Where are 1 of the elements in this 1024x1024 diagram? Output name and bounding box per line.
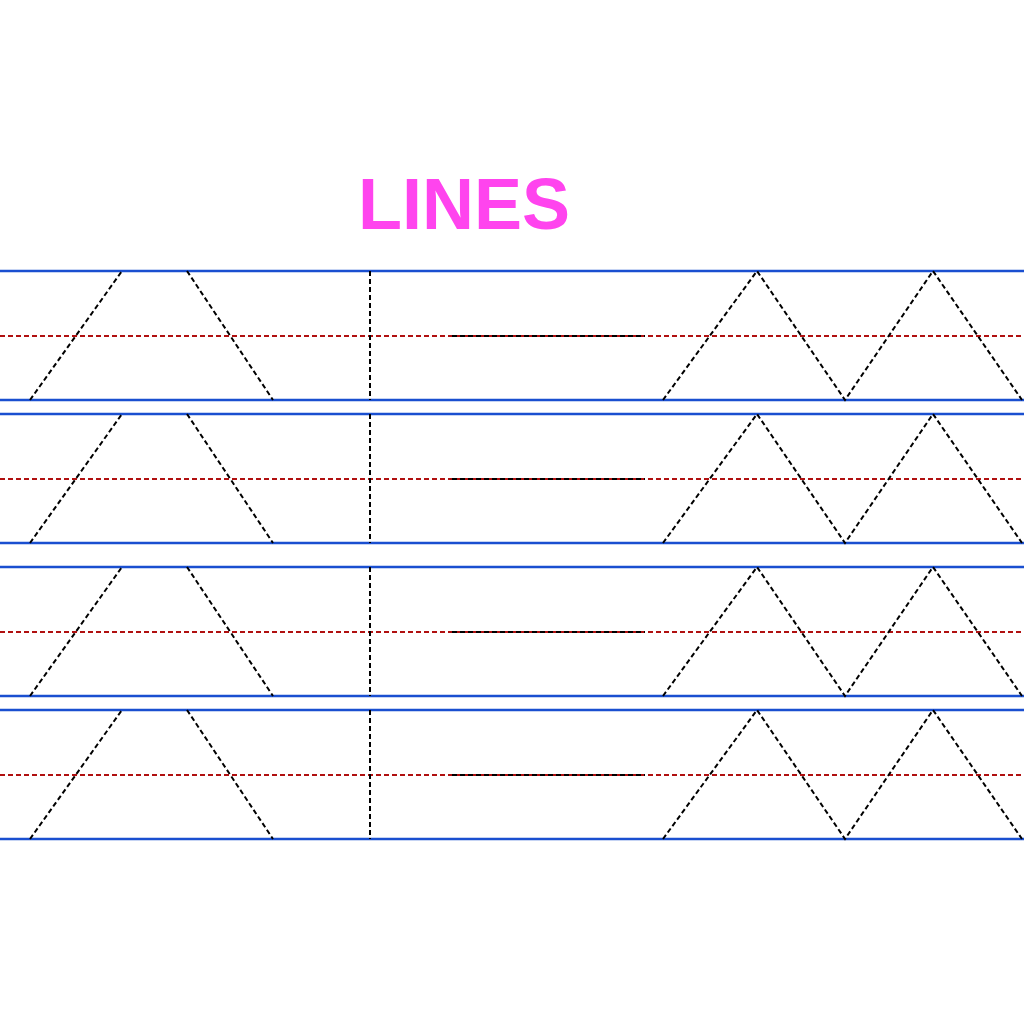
worksheet-title: LINES (358, 168, 571, 240)
